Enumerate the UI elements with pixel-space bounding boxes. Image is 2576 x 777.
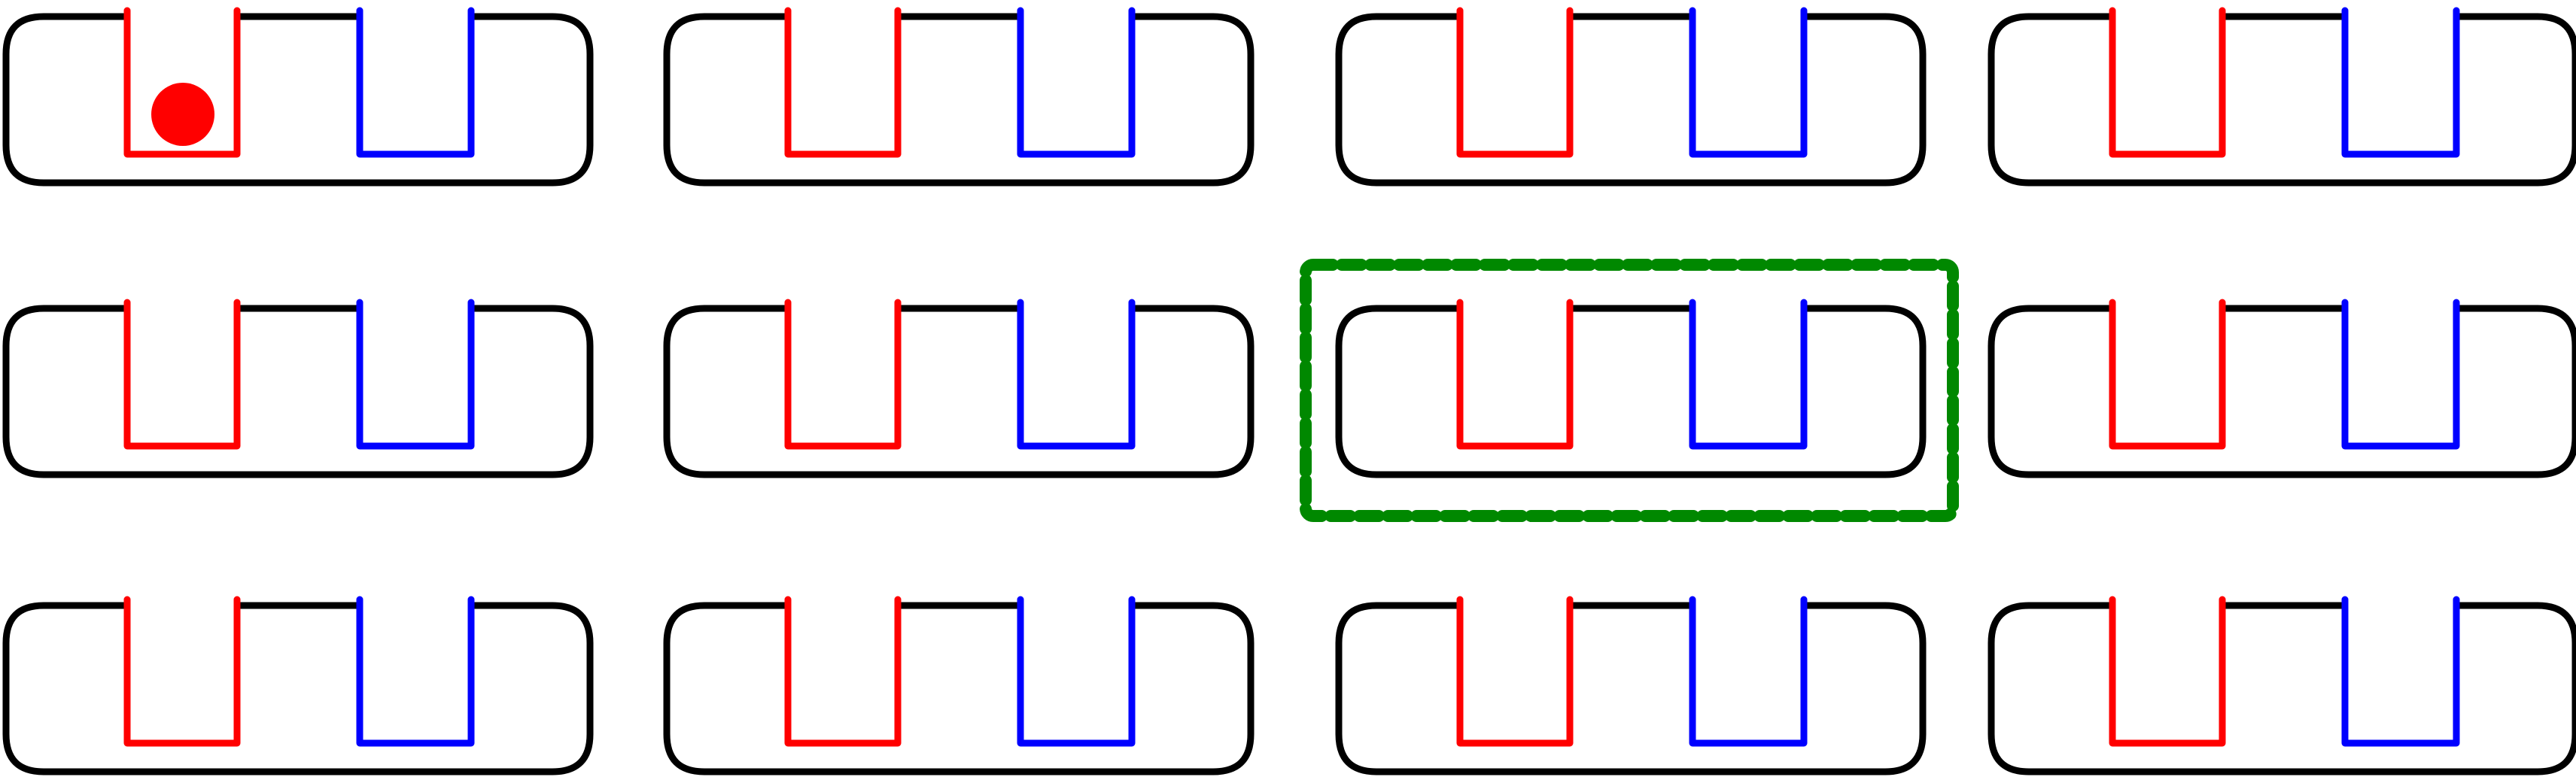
right-cup-blue	[1689, 7, 1808, 158]
panel-outline	[663, 13, 1255, 187]
panel-outline	[1988, 305, 2576, 478]
panel-outline	[1335, 305, 1927, 478]
left-cup-red	[123, 7, 241, 158]
right-cup-blue	[2341, 299, 2460, 450]
left-cup-red	[2109, 299, 2226, 450]
panels-layer	[2, 7, 2576, 775]
panel-r2-c3	[1335, 299, 1927, 478]
ball-marker	[151, 83, 214, 146]
panel-outline	[663, 305, 1255, 478]
panel-r3-c1	[2, 596, 594, 775]
panel-r2-c2	[663, 299, 1255, 478]
right-cup-blue	[2341, 596, 2460, 747]
left-cup-red	[1456, 7, 1574, 158]
right-cup-blue	[356, 7, 475, 158]
panel-outline	[2, 305, 594, 478]
right-cup-blue	[2341, 7, 2460, 158]
right-cup-blue	[1017, 596, 1136, 747]
panel-r3-c3	[1335, 596, 1927, 775]
right-cup-blue	[1017, 299, 1136, 450]
right-cup-blue	[1689, 299, 1808, 450]
panel-outline	[2, 602, 594, 775]
panel-r2-c1	[2, 299, 594, 478]
left-cup-red	[1456, 299, 1574, 450]
panel-r3-c2	[663, 596, 1255, 775]
right-cup-blue	[1017, 7, 1136, 158]
right-cup-blue	[356, 299, 475, 450]
panel-r2-c4	[1988, 299, 2576, 478]
panel-r1-c1	[2, 7, 594, 187]
panel-r1-c4	[1988, 7, 2576, 187]
right-cup-blue	[1689, 596, 1808, 747]
left-cup-red	[123, 596, 241, 747]
right-cup-blue	[356, 596, 475, 747]
panel-outline	[1988, 13, 2576, 187]
panel-outline	[1988, 602, 2576, 775]
highlight-dashed-box	[1300, 259, 1959, 522]
left-cup-red	[123, 299, 241, 450]
left-cup-red	[1456, 596, 1574, 747]
left-cup-red	[784, 596, 902, 747]
panel-r1-c3	[1335, 7, 1927, 187]
panel-outline	[663, 602, 1255, 775]
panel-r3-c4	[1988, 596, 2576, 775]
left-cup-red	[2109, 596, 2226, 747]
highlight-layer	[1300, 259, 1959, 522]
left-cup-red	[784, 7, 902, 158]
panel-outline	[2, 13, 594, 187]
left-cup-red	[784, 299, 902, 450]
panel-outline	[1335, 13, 1927, 187]
left-cup-red	[2109, 7, 2226, 158]
panel-outline	[1335, 602, 1927, 775]
panel-r1-c2	[663, 7, 1255, 187]
